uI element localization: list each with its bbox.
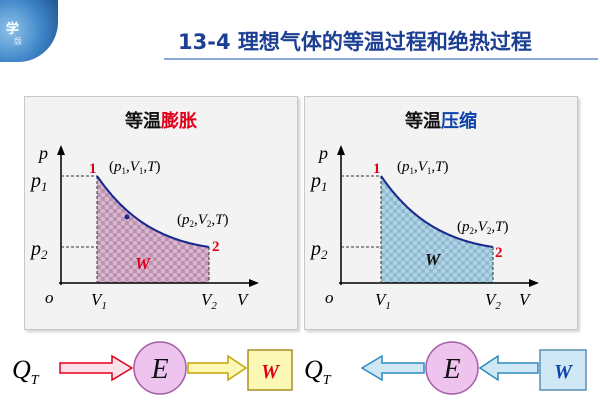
- expansion-title: 等温膨胀: [25, 107, 297, 133]
- v1-label: V1: [375, 290, 391, 312]
- p2-label: p2: [309, 238, 328, 262]
- energy-to-work-arrow: [187, 354, 248, 382]
- point-1-label: 1: [373, 161, 381, 177]
- state-2-label: (p2,V2,T): [457, 219, 509, 236]
- heat-to-energy-arrow: [59, 354, 134, 382]
- isotherm-curve: [96, 175, 210, 248]
- v2-label: V2: [201, 290, 217, 312]
- expansion-energy-flow: QT E W: [12, 341, 293, 395]
- energy-label: E: [150, 354, 168, 385]
- heat-label: QT: [304, 355, 332, 388]
- heat-label: QT: [12, 355, 40, 388]
- expansion-panel: 等温膨胀 p p1 p2 o V1 V2 V 1 2 (p1,V1,T) (p2…: [24, 96, 298, 330]
- energy-circle: [133, 341, 187, 395]
- expansion-pv-diagram: p p1 p2 o V1 V2 V 1 2 (p1,V1,T) (p2,V2,T…: [29, 143, 259, 312]
- v-axis-arrow: [249, 279, 259, 287]
- v-axis-arrow: [529, 279, 539, 287]
- logo-text: 学: [6, 22, 20, 37]
- logo-subtext: 版: [14, 37, 22, 46]
- work-box: [247, 349, 293, 391]
- work-box-label: W: [261, 361, 280, 383]
- p-axis-label: p: [37, 143, 48, 163]
- p-axis-arrow: [337, 145, 345, 155]
- curve-midpoint: [124, 214, 130, 220]
- v2-label: V2: [485, 290, 501, 312]
- expansion-title-plain: 等温: [125, 111, 161, 132]
- compression-title: 等温压缩: [305, 107, 577, 133]
- origin-label: o: [325, 288, 334, 307]
- page-title: 13-4 理想气体的等温过程和绝热过程: [178, 30, 532, 54]
- work-box-label: W: [554, 361, 573, 383]
- energy-to-heat-arrow: [360, 354, 425, 382]
- compression-panel: 等温压缩 p p1 p2 o V1 V2 V 1 2 (p1,V1,T) (p2…: [304, 96, 578, 330]
- state-1-label: (p1,V1,T): [109, 159, 161, 176]
- work-box: [539, 349, 587, 391]
- compression-energy-flow: QT E W: [304, 341, 587, 395]
- origin-label: o: [45, 288, 54, 307]
- p1-label: p1: [29, 170, 48, 194]
- point-2-label: 2: [495, 245, 503, 261]
- work-to-energy-arrow: [478, 354, 539, 382]
- work-label: W: [135, 254, 152, 273]
- energy-label: E: [442, 354, 460, 385]
- expansion-title-accent: 膨胀: [161, 111, 197, 132]
- v-axis-label: V: [237, 290, 250, 309]
- v-axis-label: V: [519, 290, 532, 309]
- title-underline: [164, 58, 598, 60]
- point-1-label: 1: [89, 161, 97, 177]
- compression-title-accent: 压缩: [441, 111, 477, 132]
- point-2-label: 2: [212, 239, 220, 255]
- logo: 学 版: [0, 0, 58, 62]
- isotherm-curve: [380, 175, 494, 248]
- work-label: W: [425, 250, 442, 269]
- p-axis-label: p: [317, 143, 328, 163]
- v1-label: V1: [91, 290, 107, 312]
- p2-label: p2: [29, 238, 48, 262]
- state-1-label: (p1,V1,T): [397, 159, 449, 176]
- state-2-label: (p2,V2,T): [177, 212, 229, 229]
- p1-label: p1: [309, 170, 328, 194]
- p-axis-arrow: [57, 145, 65, 155]
- compression-title-plain: 等温: [405, 111, 441, 132]
- compression-pv-diagram: p p1 p2 o V1 V2 V 1 2 (p1,V1,T) (p2,V2,T…: [309, 143, 539, 312]
- energy-circle: [425, 341, 479, 395]
